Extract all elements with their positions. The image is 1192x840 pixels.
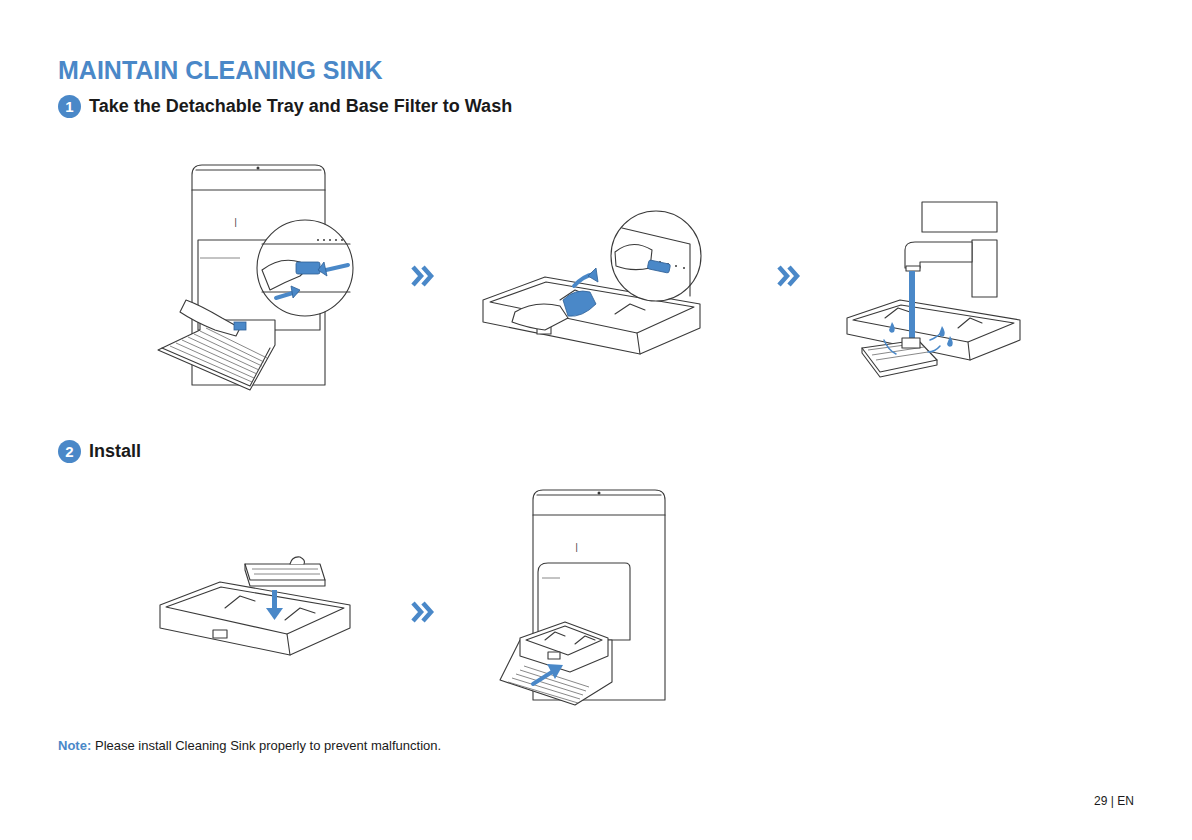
svg-text:❘: ❘ [232,217,240,228]
base-station-remove: ❘ [158,165,353,390]
step-title: Install [89,441,141,462]
step-chevron [413,603,431,621]
step-chevron [413,267,431,285]
step-number: 1 [58,95,81,118]
faucet-wash [847,202,1020,377]
detachable-tray [483,211,701,354]
page-number: 29 | EN [1094,794,1134,808]
step-heading: 2 Install [58,440,141,463]
page-title: MAINTAIN CLEANING SINK [58,56,383,85]
tray-install-filter [160,557,350,655]
base-station-install: ❘ [500,490,665,705]
note-label: Note: [58,738,91,753]
step-heading: 1 Take the Detachable Tray and Base Filte… [58,95,512,118]
step-number: 2 [58,440,81,463]
note-text: Please install Cleaning Sink properly to… [95,738,441,753]
step-chevron [779,267,797,285]
svg-text:❘: ❘ [573,542,581,553]
step-title: Take the Detachable Tray and Base Filter… [89,96,512,117]
